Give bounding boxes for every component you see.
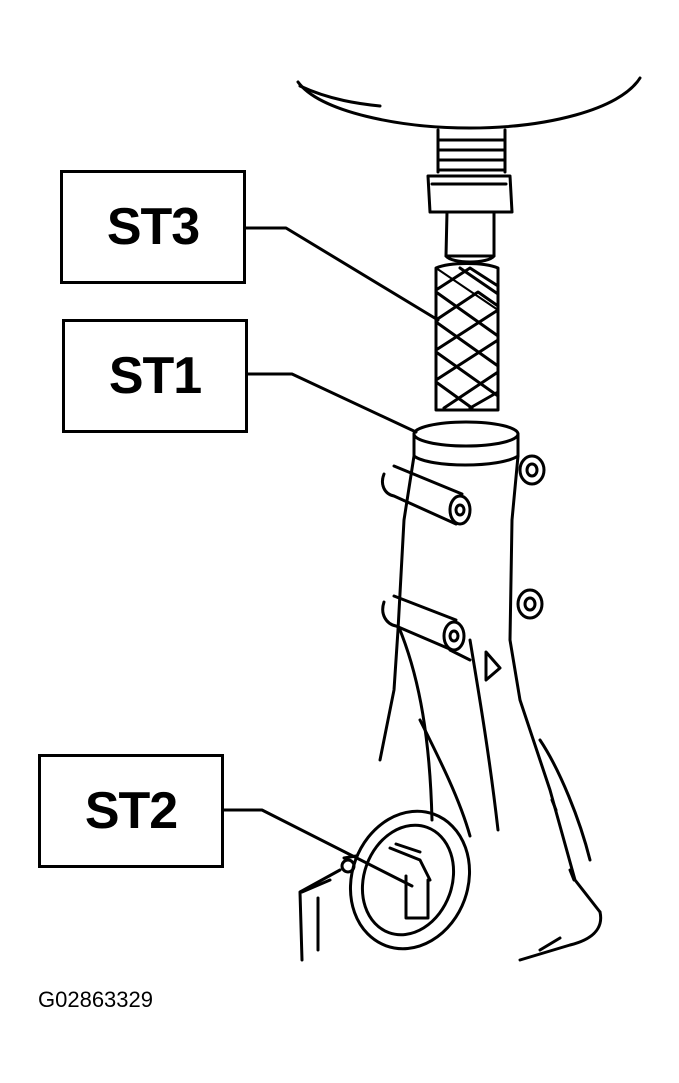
figure-id: G02863329 <box>38 987 153 1012</box>
lower-case <box>298 809 603 962</box>
st3-knurled-bar <box>434 262 500 412</box>
st1-callout-box: ST1 <box>62 319 248 433</box>
leader-lines <box>222 226 440 888</box>
st1-leader-line <box>246 372 418 434</box>
side-pins <box>380 454 546 652</box>
st2-callout-box: ST2 <box>38 754 224 868</box>
st2-leader-line <box>222 808 414 888</box>
nut <box>426 174 514 214</box>
press-plate <box>296 76 642 130</box>
plunger-neck <box>444 210 496 264</box>
st3-label: ST3 <box>106 198 200 256</box>
st3-leader-line <box>244 226 440 322</box>
st1-label: ST1 <box>108 347 202 405</box>
housing-body <box>378 454 602 914</box>
threaded-shaft <box>436 128 507 174</box>
st2-label: ST2 <box>84 782 178 840</box>
st3-callout-box: ST3 <box>60 170 246 284</box>
st1-collar <box>412 420 520 467</box>
